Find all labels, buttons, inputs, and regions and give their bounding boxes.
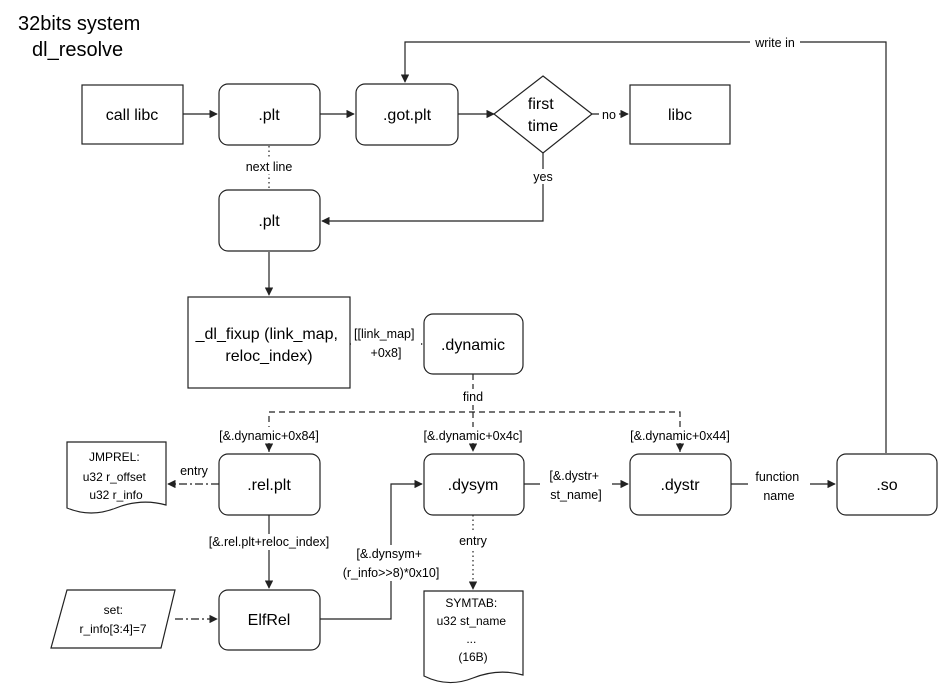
node-got-plt: .got.plt	[355, 83, 459, 146]
node-elfrel: ElfRel	[218, 589, 321, 651]
node-rel-plt: .rel.plt	[218, 453, 321, 516]
svg-text:first time: first time	[528, 96, 558, 135]
edge-label-next-line: next line	[246, 160, 293, 174]
node-symtab-document: SYMTAB: u32 st_name ... (16B)	[423, 590, 524, 684]
svg-text:.got.plt: .got.plt	[383, 107, 432, 124]
svg-text:.rel.plt: .rel.plt	[247, 477, 291, 494]
edge-label-dyn-44: [&.dynamic+0x44]	[630, 429, 730, 443]
node-so: .so	[836, 453, 938, 516]
svg-text:SYMTAB: u32 st_name: SYMTAB: u32 st_name ... (16B)	[437, 596, 510, 664]
edge-label-entry-symtab: entry	[459, 534, 488, 548]
edge-label-link-map: [[link_map] +0x8]	[354, 327, 418, 360]
edge-label-write-in: write in	[754, 36, 795, 50]
node-set-parallelogram: set: r_info[3:4]=7	[50, 589, 176, 649]
svg-text:set: r_info[3:4]=7: set: r_info[3:4]=7	[79, 603, 146, 636]
edge-first-time-to-plt-second	[321, 153, 544, 226]
node-libc: libc	[629, 84, 731, 145]
node-dl-fixup: _dl_fixup (link_map, reloc_index)	[187, 296, 351, 389]
svg-text:JMPREL: u32 r_offset: JMPREL: u32 r_offset u32 r_info	[83, 450, 150, 502]
svg-text:.dysym: .dysym	[448, 477, 499, 494]
svg-text:libc: libc	[668, 107, 692, 124]
node-dystr: .dystr	[629, 453, 732, 516]
node-plt-second: .plt	[218, 189, 321, 252]
svg-text:_dl_fixup (link_map, rel: _dl_fixup (link_map, reloc_index)	[195, 326, 343, 365]
svg-text:.dynamic: .dynamic	[441, 337, 505, 354]
title-line-1: 32bits system	[18, 13, 140, 35]
node-first-time-decision: first time	[493, 75, 593, 154]
node-dysym: .dysym	[423, 453, 525, 516]
node-call-libc: call libc	[81, 84, 184, 145]
svg-text:.so: .so	[876, 477, 897, 494]
edge-label-function-name: function name	[755, 470, 802, 503]
edge-label-dyn-4c: [&.dynamic+0x4c]	[423, 429, 522, 443]
edge-so-to-got-plt	[400, 41, 887, 453]
diagram-title: 32bits system dl_resolve	[18, 13, 146, 61]
edge-label-entry-jmprel: entry	[180, 464, 209, 478]
svg-text:.plt: .plt	[258, 213, 280, 230]
node-plt-top: .plt	[218, 83, 321, 146]
svg-text:call libc: call libc	[106, 107, 158, 124]
node-dynamic: .dynamic	[423, 313, 524, 375]
edge-label-dysym-calc: [&.dynsym+ (r_info>>8)*0x10]	[343, 547, 440, 580]
edge-label-dyn-84: [&.dynamic+0x84]	[219, 429, 319, 443]
edge-label-find: find	[463, 390, 483, 404]
svg-text:.plt: .plt	[258, 107, 280, 124]
edge-label-yes: yes	[533, 170, 552, 184]
edge-label-no: no	[602, 108, 616, 122]
svg-text:ElfRel: ElfRel	[248, 612, 291, 629]
svg-text:.dystr: .dystr	[660, 477, 700, 494]
edge-label-rel-plt-reloc: [&.rel.plt+reloc_index]	[209, 535, 330, 549]
title-line-2: dl_resolve	[32, 39, 123, 61]
edge-label-dystr-calc: [&.dystr+ st_name]	[549, 469, 602, 502]
node-jmprel-document: JMPREL: u32 r_offset u32 r_info	[66, 441, 167, 514]
